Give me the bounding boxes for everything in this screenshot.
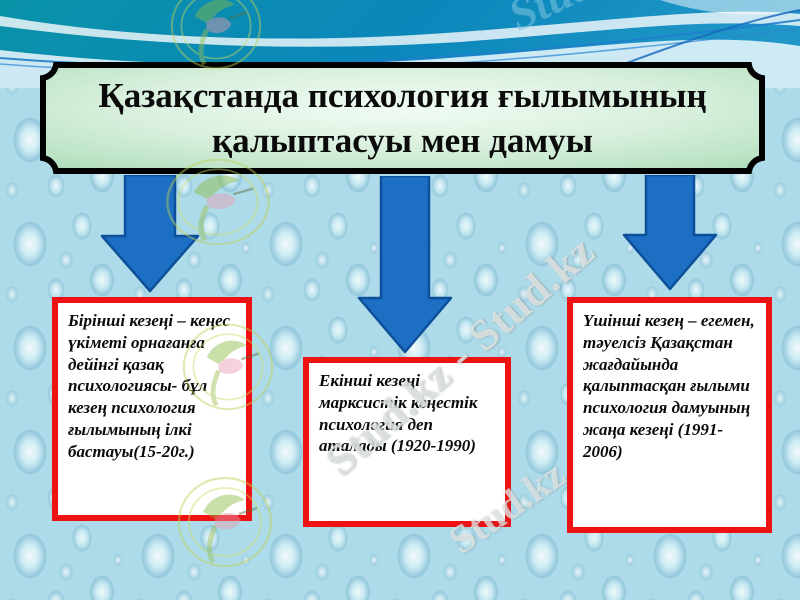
stage-box-third-text: Үшінші кезең – егемен, тәуелсіз Қазақста… xyxy=(583,311,755,461)
down-arrow-icon-second xyxy=(357,176,453,354)
stage-box-third: Үшінші кезең – егемен, тәуелсіз Қазақста… xyxy=(567,297,772,533)
title-box: Қазақстанда психология ғылымының қалыпта… xyxy=(40,62,765,174)
stage-box-second: Екінші кезеңі марксистік кеңестік психол… xyxy=(303,357,511,527)
stage-box-second-text: Екінші кезеңі марксистік кеңестік психол… xyxy=(319,371,478,456)
stage-box-first: Бірінші кезеңі – кеңес үкіметі орнағанға… xyxy=(52,297,252,521)
down-arrow-icon-third xyxy=(622,175,718,291)
down-arrow-icon-first xyxy=(100,175,200,293)
page-title: Қазақстанда психология ғылымының қалыпта… xyxy=(40,62,765,174)
title-plaque-shape xyxy=(40,62,765,174)
page-title-line2: қалыптасуы мен дамуы xyxy=(211,121,594,160)
page-title-line1: Қазақстанда психология ғылымының xyxy=(98,75,707,115)
stage-box-first-text: Бірінші кезеңі – кеңес үкіметі орнағанға… xyxy=(68,311,231,461)
